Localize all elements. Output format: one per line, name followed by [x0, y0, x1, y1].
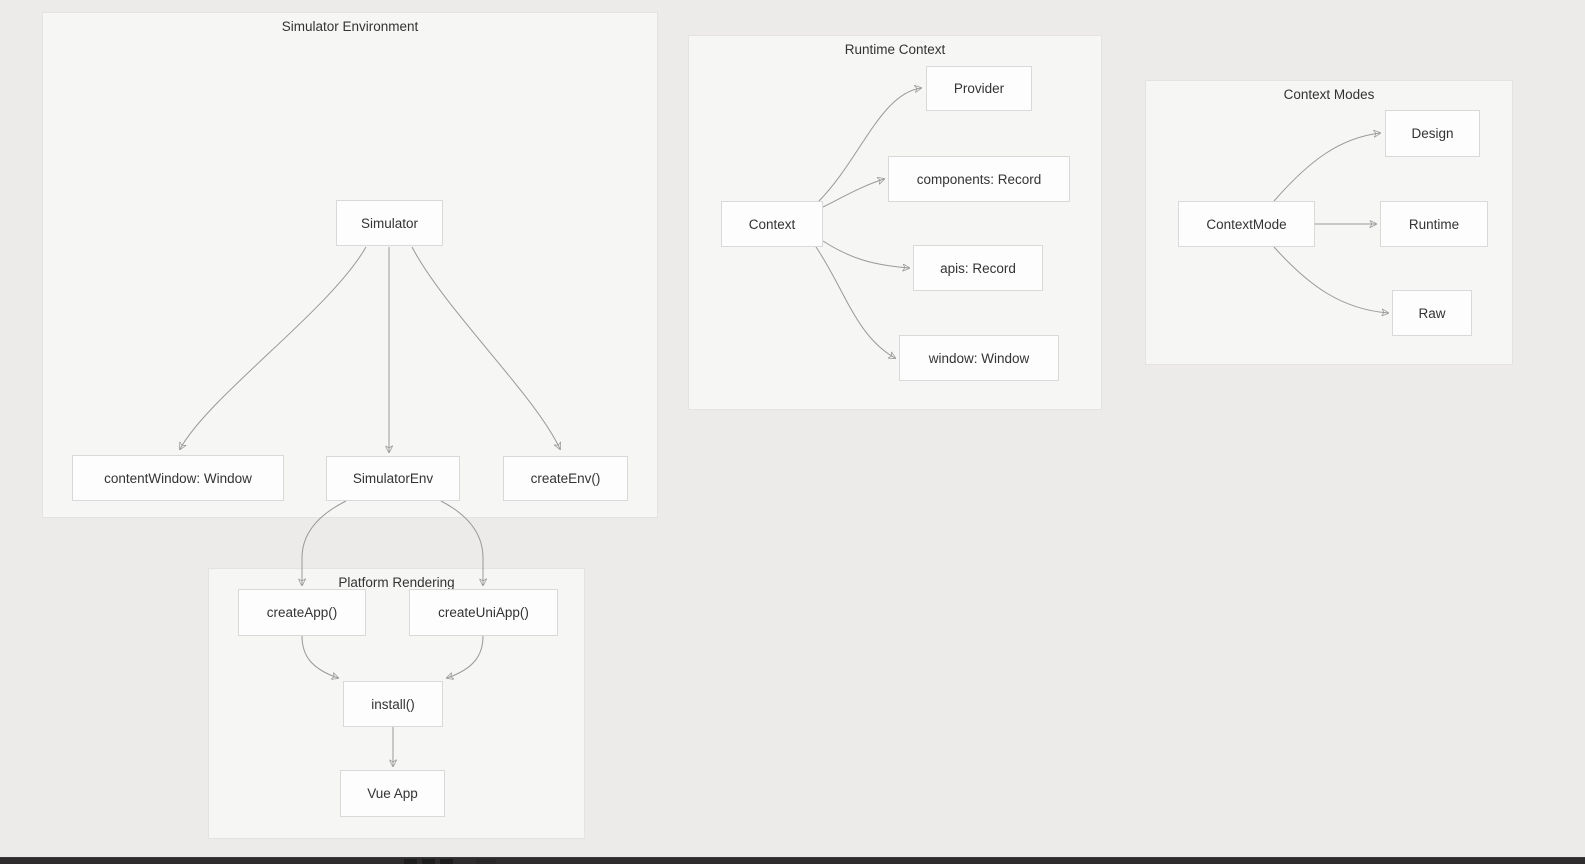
- dock-icon[interactable]: [440, 859, 453, 864]
- node-window-window: window: Window: [899, 335, 1059, 381]
- node-simulator: Simulator: [336, 200, 443, 246]
- dock-icon[interactable]: [476, 859, 496, 864]
- node-raw: Raw: [1392, 290, 1472, 336]
- group-title: Simulator Environment: [281, 19, 419, 34]
- node-create-uni-app: createUniApp(): [409, 589, 558, 636]
- dock-icon[interactable]: [422, 859, 435, 864]
- node-context: Context: [721, 201, 823, 247]
- node-context-mode: ContextMode: [1178, 201, 1315, 247]
- node-vue-app: Vue App: [340, 770, 445, 817]
- group-title: Platform Rendering: [338, 575, 455, 590]
- node-create-env: createEnv(): [503, 456, 628, 501]
- node-install: install(): [343, 681, 443, 727]
- node-apis-record: apis: Record: [913, 245, 1043, 291]
- group-title: Runtime Context: [844, 42, 946, 57]
- group-simulator-environment: Simulator Environment: [42, 12, 658, 518]
- node-simulator-env: SimulatorEnv: [326, 456, 460, 501]
- dock-icon[interactable]: [404, 859, 417, 864]
- node-content-window: contentWindow: Window: [72, 455, 284, 501]
- taskbar[interactable]: [0, 857, 1585, 864]
- node-create-app: createApp(): [238, 589, 366, 636]
- node-provider: Provider: [926, 66, 1032, 111]
- node-runtime: Runtime: [1380, 201, 1488, 247]
- node-components-record: components: Record: [888, 156, 1070, 202]
- node-design: Design: [1385, 110, 1480, 157]
- group-title: Context Modes: [1283, 87, 1375, 102]
